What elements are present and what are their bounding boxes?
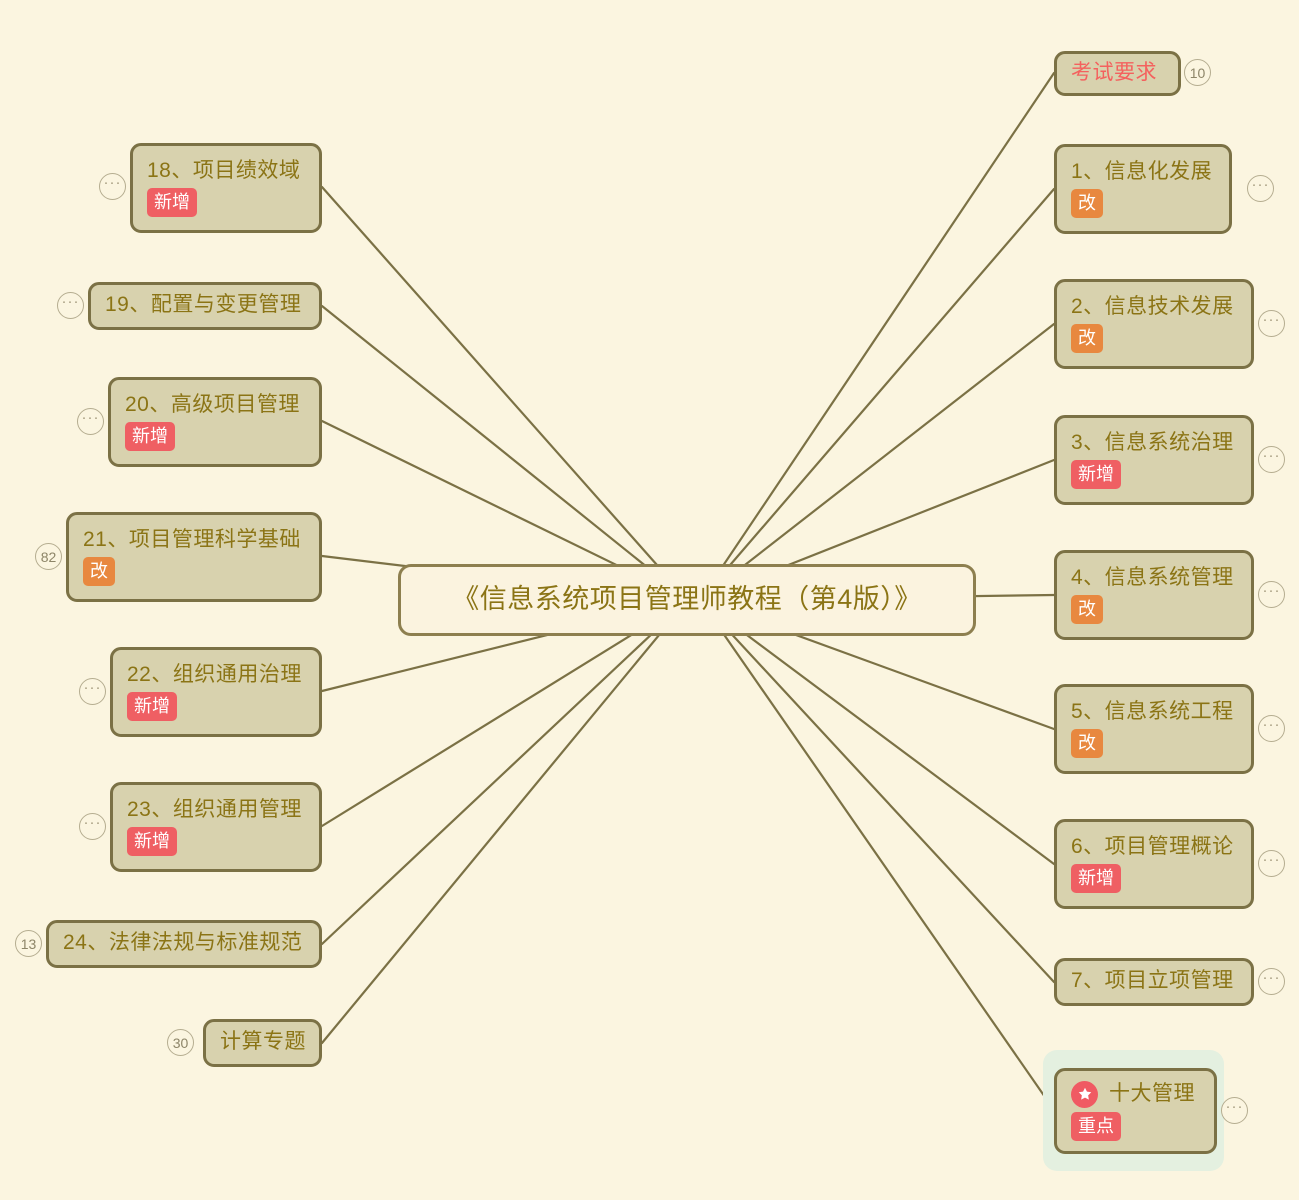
tag-row: 重点 [1071,1111,1200,1141]
node-label: 18、项目绩效域 [147,158,301,182]
count-badge[interactable]: 10 [1184,59,1211,86]
more-options-icon[interactable]: ··· [77,408,104,435]
more-options-icon[interactable]: ··· [1258,850,1285,877]
tag-row: 新增 [127,692,305,722]
tag-row: 新增 [1071,864,1237,894]
node-organization-general-management[interactable]: 23、组织通用管理 新增 [110,782,322,872]
tag-row: 改 [1071,324,1237,354]
center-node[interactable]: 《信息系统项目管理师教程（第4版）》 [398,564,976,636]
node-project-management-science-basics[interactable]: 21、项目管理科学基础 改 [66,512,322,602]
more-options-icon[interactable]: ··· [1221,1097,1248,1124]
node-calculation-topics[interactable]: 计算专题 [203,1019,322,1067]
count-badge[interactable]: 13 [15,930,42,957]
node-information-system-engineering[interactable]: 5、信息系统工程 改 [1054,684,1254,774]
node-information-technology-development[interactable]: 2、信息技术发展 改 [1054,279,1254,369]
node-label: 3、信息系统治理 [1071,430,1234,454]
node-label: 7、项目立项管理 [1071,969,1234,993]
node-exam-requirements[interactable]: 考试要求 [1054,51,1181,96]
node-title-row: 十大管理 [1071,1080,1200,1108]
node-label: 5、信息系统工程 [1071,699,1234,723]
node-information-system-management[interactable]: 4、信息系统管理 改 [1054,550,1254,640]
node-label: 4、信息系统管理 [1071,565,1234,589]
node-tag: 新增 [127,692,177,722]
tag-row: 新增 [127,827,305,857]
node-label: 2、信息技术发展 [1071,294,1234,318]
node-tag: 改 [83,557,115,587]
node-tag: 新增 [1071,460,1121,490]
node-advanced-project-management[interactable]: 20、高级项目管理 新增 [108,377,322,467]
tag-row: 新增 [125,422,305,452]
node-tag: 重点 [1071,1111,1121,1141]
tag-row: 改 [1071,729,1237,759]
node-tag: 新增 [147,188,197,218]
node-label: 21、项目管理科学基础 [83,527,301,551]
node-label: 20、高级项目管理 [125,392,300,416]
more-options-icon[interactable]: ··· [1247,175,1274,202]
count-badge[interactable]: 30 [167,1029,194,1056]
more-options-icon[interactable]: ··· [1258,581,1285,608]
tag-row: 改 [83,557,305,587]
tag-row: 改 [1071,595,1237,625]
node-label: 计算专题 [220,1030,306,1054]
node-label: 24、法律法规与标准规范 [63,931,303,955]
node-tag: 改 [1071,189,1103,219]
node-label: 22、组织通用治理 [127,662,302,686]
node-tag: 新增 [1071,864,1121,894]
node-project-initiation-management[interactable]: 7、项目立项管理 [1054,958,1254,1006]
center-node-label: 《信息系统项目管理师教程（第4版）》 [452,584,922,615]
node-organization-general-governance[interactable]: 22、组织通用治理 新增 [110,647,322,737]
node-tag: 新增 [127,827,177,857]
tag-row: 新增 [1071,460,1237,490]
node-project-management-overview[interactable]: 6、项目管理概论 新增 [1054,819,1254,909]
count-badge[interactable]: 82 [35,543,62,570]
node-ten-knowledge-areas[interactable]: 十大管理 重点 [1054,1068,1217,1154]
more-options-icon[interactable]: ··· [1258,446,1285,473]
node-tag: 改 [1071,324,1103,354]
node-label: 23、组织通用管理 [127,797,302,821]
node-configuration-change-management[interactable]: 19、配置与变更管理 [88,282,322,330]
node-tag: 新增 [125,422,175,452]
more-options-icon[interactable]: ··· [99,173,126,200]
node-tag: 改 [1071,729,1103,759]
node-label: 19、配置与变更管理 [105,293,302,317]
node-label: 1、信息化发展 [1071,159,1213,183]
node-label: 考试要求 [1071,60,1157,84]
tag-row: 改 [1071,189,1215,219]
node-label: 6、项目管理概论 [1071,834,1234,858]
node-tag: 改 [1071,595,1103,625]
more-options-icon[interactable]: ··· [1258,715,1285,742]
node-label: 十大管理 [1109,1081,1195,1105]
node-project-performance-domains[interactable]: 18、项目绩效域 新增 [130,143,322,233]
node-informatization-development[interactable]: 1、信息化发展 改 [1054,144,1232,234]
more-options-icon[interactable]: ··· [1258,310,1285,337]
tag-row: 新增 [147,188,305,218]
node-information-system-governance[interactable]: 3、信息系统治理 新增 [1054,415,1254,505]
more-options-icon[interactable]: ··· [79,813,106,840]
more-options-icon[interactable]: ··· [57,292,84,319]
more-options-icon[interactable]: ··· [1258,968,1285,995]
more-options-icon[interactable]: ··· [79,678,106,705]
node-laws-regulations-standards[interactable]: 24、法律法规与标准规范 [46,920,322,968]
star-icon [1071,1080,1098,1108]
